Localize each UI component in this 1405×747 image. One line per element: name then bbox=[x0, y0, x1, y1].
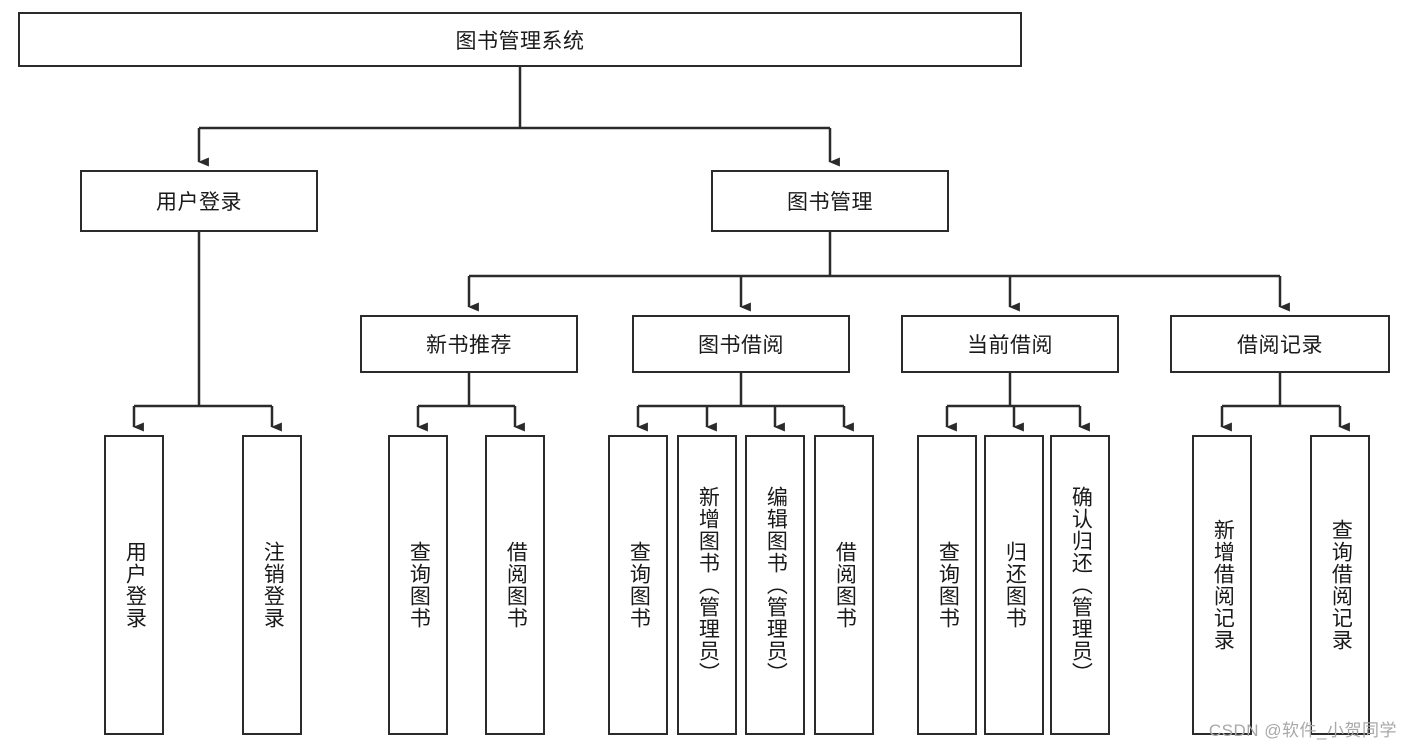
node-user-login[interactable]: 用户登录 bbox=[80, 170, 318, 232]
leaf-add-book-admin[interactable]: 新增图书（管理员） bbox=[677, 435, 737, 735]
leaf-borrow-book-recommend[interactable]: 借阅图书 bbox=[485, 435, 545, 735]
leaf-query-book-borrow[interactable]: 查询图书 bbox=[608, 435, 668, 735]
leaf-add-borrow-record[interactable]: 新增借阅记录 bbox=[1192, 435, 1252, 735]
leaf-return-book[interactable]: 归还图书 bbox=[984, 435, 1044, 735]
leaf-query-book-current[interactable]: 查询图书 bbox=[917, 435, 977, 735]
node-root[interactable]: 图书管理系统 bbox=[18, 12, 1022, 67]
node-book-borrow[interactable]: 图书借阅 bbox=[632, 315, 850, 373]
leaf-user-login[interactable]: 用户登录 bbox=[104, 435, 164, 735]
leaf-query-book-recommend[interactable]: 查询图书 bbox=[388, 435, 448, 735]
leaf-borrow-book[interactable]: 借阅图书 bbox=[814, 435, 874, 735]
leaf-query-borrow-record[interactable]: 查询借阅记录 bbox=[1310, 435, 1370, 735]
leaf-edit-book-admin[interactable]: 编辑图书（管理员） bbox=[745, 435, 805, 735]
node-borrow-record[interactable]: 借阅记录 bbox=[1170, 315, 1390, 373]
watermark: CSDN @软件_小贺同学 bbox=[1208, 721, 1397, 740]
leaf-confirm-return-admin[interactable]: 确认归还（管理员） bbox=[1050, 435, 1110, 735]
node-new-book-recommend[interactable]: 新书推荐 bbox=[360, 315, 578, 373]
node-book-management[interactable]: 图书管理 bbox=[711, 170, 949, 232]
leaf-logout-login[interactable]: 注销登录 bbox=[242, 435, 302, 735]
node-current-borrow[interactable]: 当前借阅 bbox=[901, 315, 1119, 373]
